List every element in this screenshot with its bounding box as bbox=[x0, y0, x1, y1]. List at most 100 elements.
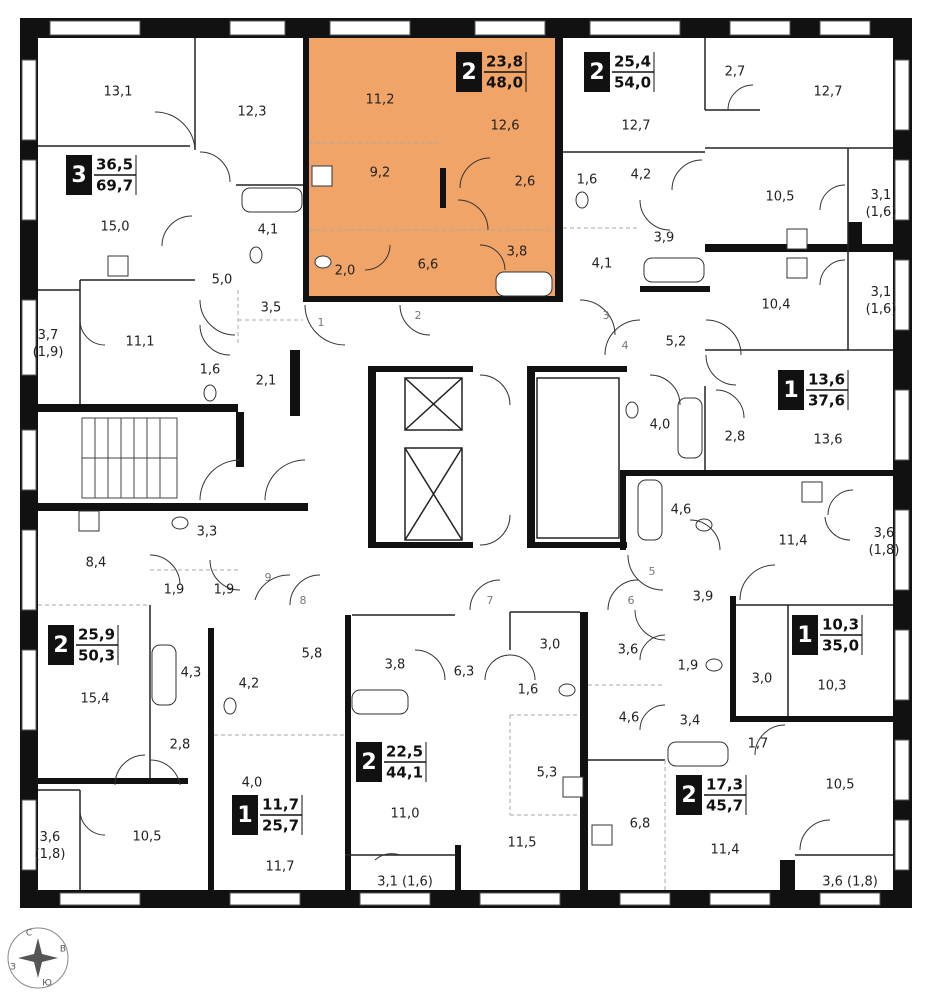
toilets bbox=[171, 191, 723, 715]
badge-living-area: 11,7 bbox=[262, 796, 299, 814]
bathtub-icon bbox=[351, 689, 409, 715]
bathtub-icon bbox=[643, 257, 705, 283]
badge-rooms: 2 bbox=[461, 60, 476, 85]
badge-living-area: 25,9 bbox=[78, 626, 115, 644]
badge-rooms: 1 bbox=[237, 803, 252, 828]
room-area-label: 10,4 bbox=[762, 298, 791, 313]
bathtubs bbox=[151, 187, 729, 767]
room-area-label: 3,8 bbox=[385, 658, 406, 673]
room-area-label: 3,1(1,6) bbox=[866, 188, 897, 220]
room-area-label: 4,0 bbox=[242, 776, 263, 791]
badge-total-area: 48,0 bbox=[486, 74, 523, 92]
room-area-label: 3,1(1,6) bbox=[866, 285, 897, 317]
badge-rooms: 2 bbox=[589, 60, 604, 85]
toilet-icon bbox=[203, 384, 217, 402]
room-area-label: 3,6(1,8) bbox=[35, 830, 66, 862]
badge-rooms-box bbox=[66, 155, 92, 195]
badge-rooms-box bbox=[792, 615, 818, 655]
room-area-label: 3,0 bbox=[540, 638, 561, 653]
badge-rooms-box bbox=[676, 775, 702, 815]
stove-icon bbox=[786, 228, 808, 250]
badge-rooms: 2 bbox=[361, 750, 376, 775]
toilet-icon bbox=[223, 697, 237, 715]
room-area-label: 4,3 bbox=[181, 666, 202, 681]
room-area-label: 3,5 bbox=[261, 301, 282, 316]
bathtub-icon bbox=[151, 644, 177, 706]
room-area-label: 3,4 bbox=[680, 714, 701, 729]
room-area-label: 3,1 (1,6) bbox=[377, 875, 433, 890]
badge-total-area: 45,7 bbox=[706, 797, 743, 815]
apartment-door-number: 1 bbox=[318, 316, 325, 329]
badge-living-area: 10,3 bbox=[822, 616, 859, 634]
room-area-label: 10,5 bbox=[133, 830, 162, 845]
badge-total-area: 50,3 bbox=[78, 647, 115, 665]
room-area-label: 2,8 bbox=[725, 430, 746, 445]
badge-rooms-box bbox=[778, 370, 804, 410]
badge-rooms: 1 bbox=[797, 623, 812, 648]
room-area-label: 4,0 bbox=[650, 418, 671, 433]
room-area-label: 4,2 bbox=[631, 168, 652, 183]
room-area-label: 1,9 bbox=[678, 659, 699, 674]
room-area-label: 11,4 bbox=[711, 843, 740, 858]
room-area-label: 11,4 bbox=[779, 534, 808, 549]
room-area-label: 15,4 bbox=[81, 692, 110, 707]
stove-icon bbox=[786, 257, 808, 279]
room-area-label: 15,0 bbox=[101, 220, 130, 235]
room-area-label: 12,7 bbox=[814, 85, 843, 100]
badge-rooms-box bbox=[456, 52, 482, 92]
apartment-door-number: 4 bbox=[622, 339, 629, 352]
room-area-label: 13,6 bbox=[814, 433, 843, 448]
staircase bbox=[81, 417, 178, 499]
room-area-label: 4,1 bbox=[258, 223, 279, 238]
room-area-label: 9,2 bbox=[370, 166, 391, 181]
room-area-label: 1,6 bbox=[518, 683, 539, 698]
compass-west: З bbox=[10, 963, 16, 973]
toilet-icon bbox=[249, 246, 263, 264]
room-area-label: 6,6 bbox=[418, 258, 439, 273]
badge-living-area: 25,4 bbox=[614, 53, 651, 71]
badge-total-area: 69,7 bbox=[96, 177, 133, 195]
compass-ring-icon bbox=[7, 927, 69, 989]
badge-rooms: 2 bbox=[681, 783, 696, 808]
badge-rooms: 3 bbox=[71, 163, 86, 188]
toilet-icon bbox=[314, 255, 332, 269]
apartment-door-number: 5 bbox=[649, 565, 656, 578]
room-area-label: 4,6 bbox=[671, 503, 692, 518]
room-area-label: 5,8 bbox=[302, 647, 323, 662]
room-area-label: 5,2 bbox=[666, 335, 687, 350]
room-area-label: 3,8 bbox=[507, 245, 528, 260]
room-area-label: 8,4 bbox=[86, 556, 107, 571]
room-area-label: 1,9 bbox=[214, 583, 235, 598]
toilet-icon bbox=[575, 191, 589, 209]
room-area-label: 3,9 bbox=[654, 231, 675, 246]
compass: С В Ю З bbox=[7, 927, 69, 989]
room-area-label: 4,1 bbox=[592, 257, 613, 272]
highlighted-apartment[interactable] bbox=[307, 38, 557, 300]
toilet-icon bbox=[705, 658, 723, 672]
room-area-label: 3,6 (1,8) bbox=[822, 875, 878, 890]
toilet-icon bbox=[171, 516, 189, 530]
room-area-label: 11,0 bbox=[391, 807, 420, 822]
bathtub-icon bbox=[637, 479, 663, 541]
room-area-label: 1,6 bbox=[577, 173, 598, 188]
badge-rooms-box bbox=[356, 742, 382, 782]
room-area-label: 1,9 bbox=[164, 583, 185, 598]
stove-icon bbox=[562, 776, 584, 798]
room-area-label: 3,6 bbox=[618, 643, 639, 658]
compass-north: С bbox=[26, 929, 32, 939]
apartment-door-number: 7 bbox=[487, 594, 494, 607]
room-area-label: 10,3 bbox=[818, 679, 847, 694]
apartment-door-number: 2 bbox=[415, 309, 422, 322]
room-area-label: 11,5 bbox=[508, 836, 537, 851]
compass-south: Ю bbox=[42, 979, 52, 989]
